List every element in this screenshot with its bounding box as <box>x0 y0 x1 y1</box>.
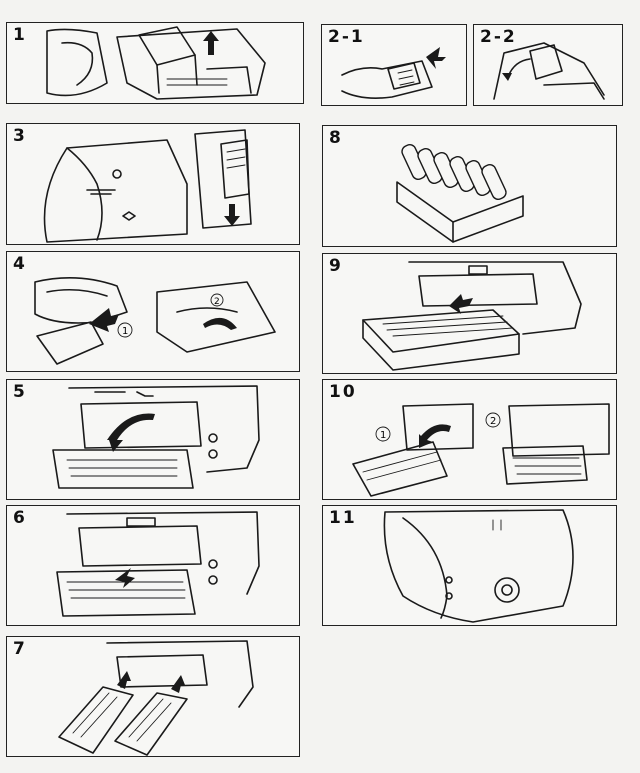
step-number: 6 <box>13 508 27 528</box>
callout-1: 1 <box>122 326 128 337</box>
panel-step-3: 3 <box>6 123 300 245</box>
step-11-illustration <box>383 509 574 623</box>
step-9-illustration <box>362 261 582 371</box>
step-number: 9 <box>329 256 343 276</box>
panel-step-8: 8 <box>322 125 617 247</box>
panel-step-1: 1 <box>6 22 304 104</box>
step-4-illustration: 1 2 <box>34 277 276 365</box>
step-10-illustration: 1 2 <box>352 403 610 497</box>
panel-step-2-2: 2-2 <box>473 24 623 106</box>
callout-2: 2 <box>214 297 220 307</box>
aa-batteries <box>401 144 507 200</box>
step-number: 8 <box>329 128 343 148</box>
step-number: 7 <box>13 639 27 659</box>
step-number: 10 <box>329 382 357 402</box>
step-6-illustration <box>56 511 260 617</box>
panel-step-7: 7 <box>6 636 300 757</box>
step-number: 3 <box>13 126 27 146</box>
step-number: 4 <box>13 254 27 274</box>
step-number: 2-1 <box>328 27 365 47</box>
step-3-illustration <box>43 129 252 243</box>
panel-step-10: 10 1 2 <box>322 379 617 500</box>
panel-step-9: 9 <box>322 253 617 374</box>
step-number: 11 <box>329 508 357 528</box>
step-1-illustration <box>46 26 266 100</box>
panel-step-2-1: 2-1 <box>321 24 467 106</box>
step-7-illustration <box>58 640 254 756</box>
callout-1: 1 <box>380 430 386 441</box>
panel-step-11: 11 <box>322 505 617 626</box>
panel-step-6: 6 <box>6 505 300 626</box>
callout-2: 2 <box>490 416 496 427</box>
step-number: 2-2 <box>480 27 517 47</box>
panel-step-5: 5 <box>6 379 300 500</box>
step-8-illustration <box>396 144 524 243</box>
step-2-1-illustration <box>341 47 446 99</box>
step-number: 5 <box>13 382 27 402</box>
step-2-2-illustration <box>493 42 605 100</box>
step-number: 1 <box>13 25 27 45</box>
step-5-illustration <box>52 385 260 489</box>
panel-step-4: 4 1 2 <box>6 251 300 372</box>
